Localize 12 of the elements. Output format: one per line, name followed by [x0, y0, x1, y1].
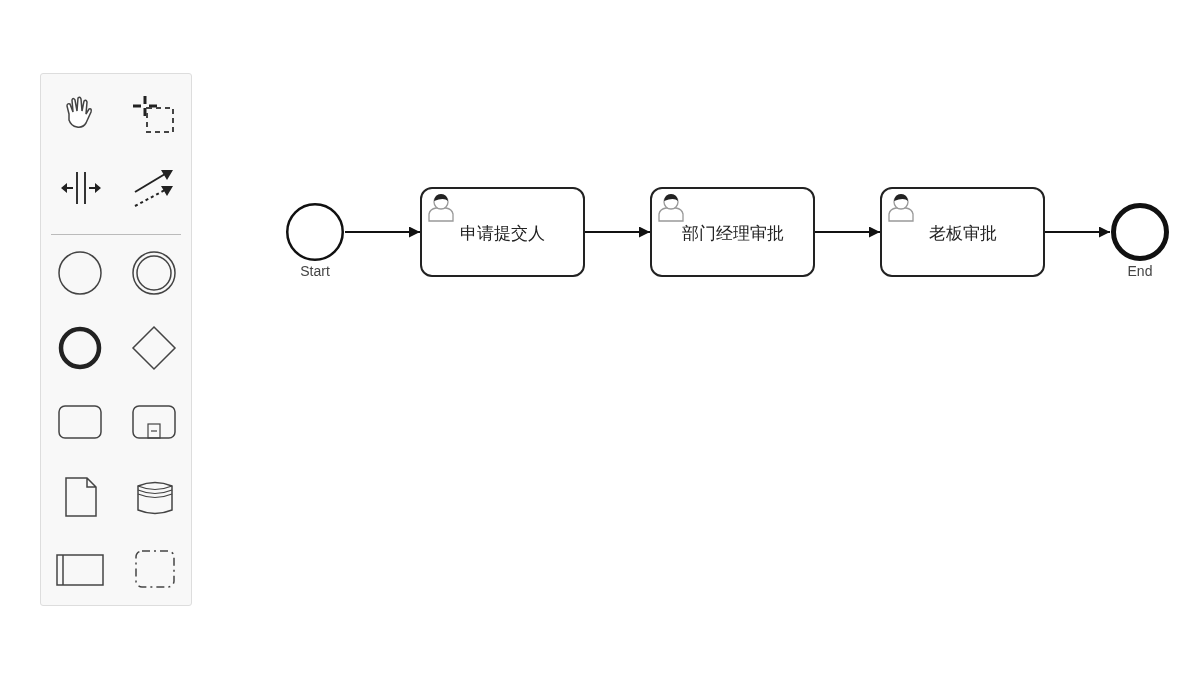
task-label: 老板审批: [927, 222, 998, 245]
sequence-flow-arrow: [585, 226, 650, 238]
user-task-box: [650, 187, 815, 277]
task-label: 申请提交人: [459, 222, 546, 245]
event-label: End: [1126, 263, 1154, 279]
sequence-flow-arrow: [815, 226, 880, 238]
event-label: Start: [299, 263, 331, 279]
sequence-flow-arrow: [1045, 226, 1110, 238]
sequence-flow-arrow: [345, 226, 420, 238]
task-label: 部门经理审批: [680, 222, 785, 245]
user-task-box: [880, 187, 1045, 277]
user-task-box: [420, 187, 585, 277]
